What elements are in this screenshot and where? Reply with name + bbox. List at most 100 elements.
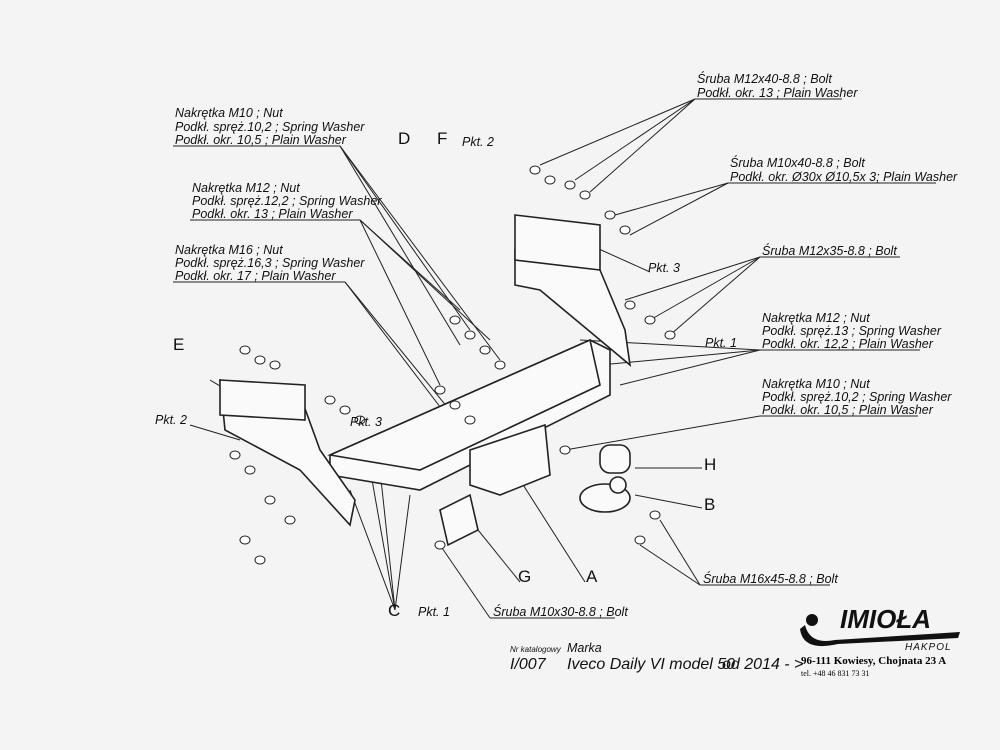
label-nut-m12-right: Nakrętka M12 ; Nut Podkł. spręż.13 ; Spr… [762,311,942,351]
washer-icon [264,495,276,505]
svg-text:Śruba M10x40-8.8 ; Bolt: Śruba M10x40-8.8 ; Bolt [730,155,865,170]
washer-icon [634,535,646,545]
bolts-and-washers [229,165,676,565]
svg-text:HAKPOL: HAKPOL [905,642,952,653]
company-phone: tel. +48 46 831 73 31 [801,669,870,678]
svg-text:Podkł. okr. 17 ; Plain Washer: Podkł. okr. 17 ; Plain Washer [175,269,336,283]
washer-icon [244,465,256,475]
washer-icon [644,315,656,325]
label-nut-m10-top: Nakrętka M10 ; Nut Podkł. spręż.10,2 ; S… [175,106,365,147]
label-nut-m10-right: Nakrętka M10 ; Nut Podkł. spręż.10,2 ; S… [762,377,952,417]
svg-text:IMIOŁA: IMIOŁA [840,604,931,634]
ball-cover-H [599,444,631,474]
svg-text:Pkt. 1: Pkt. 1 [418,605,450,619]
svg-text:Nakrętka M12 ; Nut: Nakrętka M12 ; Nut [762,311,870,325]
svg-text:Marka: Marka [567,641,602,655]
left-plate [219,379,306,421]
washer-icon [229,450,241,460]
washer-icon [544,175,556,185]
svg-text:Podkł. spręż.10,2 ; Spring Was: Podkł. spręż.10,2 ; Spring Washer [175,120,365,134]
washer-icon [449,400,461,410]
letter-H: H [704,455,716,474]
svg-text:Podkł. spręż.13 ; Spring Washe: Podkł. spręż.13 ; Spring Washer [762,324,942,338]
year-from: od 2014 - > [722,656,803,673]
letter-A: A [586,567,598,586]
washer-icon [664,330,676,340]
washer-icon [354,415,366,425]
washer-icon [559,445,571,455]
washer-icon [269,360,281,370]
vehicle-model: Iveco Daily VI model 50 [567,656,735,673]
label-bolt-m12x40: Śruba M12x40-8.8 ; Bolt Podkł. okr. 13 ;… [697,71,858,100]
svg-text:Podkł. spręż.16,3 ; Spring Was: Podkł. spręż.16,3 ; Spring Washer [175,256,365,270]
svg-text:Podkł. okr. 12,2 ; Plain Washe: Podkł. okr. 12,2 ; Plain Washer [762,337,934,351]
letter-E: E [173,335,184,354]
washer-icon [624,300,636,310]
svg-text:Nr katalogowy: Nr katalogowy [510,645,562,654]
washer-icon [604,210,616,220]
washer-icon [254,355,266,365]
washer-icon [479,345,491,355]
washer-icon [564,180,576,190]
letter-F: F [437,129,447,148]
letter-B: B [704,495,715,514]
label-bolt-m16x45: Śruba M16x45-8.8 ; Bolt [703,571,838,586]
svg-text:Podkł. okr. Ø30x Ø10,5x 3; Pl: Podkł. okr. Ø30x Ø10,5x 3; Plain Washer [730,170,958,184]
washer-icon [464,415,476,425]
washer-icon [529,165,541,175]
washer-icon [324,395,336,405]
svg-text:Podkł. spręż.10,2 ; Spring Was: Podkł. spręż.10,2 ; Spring Washer [762,390,952,404]
svg-text:Nakrętka M10 ; Nut: Nakrętka M10 ; Nut [762,377,870,391]
washer-icon [449,315,461,325]
svg-text:Pkt. 3: Pkt. 3 [648,261,680,275]
washer-icon [619,225,631,235]
label-nut-m16: Nakrętka M16 ; Nut Podkł. spręż.16,3 ; S… [175,243,365,283]
washer-icon [254,555,266,565]
letter-C: C [388,601,400,620]
label-bolt-m10x30: Śruba M10x30-8.8 ; Bolt [493,604,628,619]
washer-icon [434,385,446,395]
label-nut-m12-left: Nakrętka M12 ; Nut Podkł. spręż.12,2 ; S… [192,181,382,221]
washer-icon [579,190,591,200]
crossbar-front [327,338,601,471]
right-plate-D [514,214,601,271]
right-bracket-F [514,248,632,367]
svg-text:Pkt. 2: Pkt. 2 [155,413,187,427]
svg-text:Podkł. okr. 10,5 ; Plain Washe: Podkł. okr. 10,5 ; Plain Washer [762,403,934,417]
washer-icon [284,515,296,525]
title-block: Nr katalogowy I/007 Marka Iveco Daily VI… [510,641,803,673]
washer-icon [239,345,251,355]
svg-text:Podkł. okr. 10,5 ; Plain Washe: Podkł. okr. 10,5 ; Plain Washer [175,133,347,147]
washer-icon [649,510,661,520]
socket-plate-G [439,493,479,547]
washer-icon [239,535,251,545]
svg-text:Podkł. okr. 13 ; Plain Washer: Podkł. okr. 13 ; Plain Washer [697,86,858,100]
svg-text:Nakrętka M10 ; Nut: Nakrętka M10 ; Nut [175,106,283,120]
letter-G: G [518,567,531,586]
washer-icon [434,540,446,550]
imiola-logo: IMIOŁA HAKPOL [800,604,960,653]
catalog-number: I/007 [510,656,547,673]
tow-bar-assembly [219,214,632,547]
washer-icon [464,330,476,340]
svg-text:Nakrętka M12 ; Nut: Nakrętka M12 ; Nut [192,181,300,195]
svg-text:Pkt. 3: Pkt. 3 [350,415,382,429]
washer-icon [494,360,506,370]
svg-text:Podkł. okr. 13 ; Plain Washer: Podkł. okr. 13 ; Plain Washer [192,207,353,221]
svg-text:Pkt. 2: Pkt. 2 [462,135,494,149]
svg-text:Śruba M12x40-8.8 ; Bolt: Śruba M12x40-8.8 ; Bolt [697,71,832,86]
washer-icon [339,405,351,415]
label-bolt-m10x40: Śruba M10x40-8.8 ; Bolt Podkł. okr. Ø30x… [730,155,958,184]
svg-text:Nakrętka M16 ; Nut: Nakrętka M16 ; Nut [175,243,283,257]
leader-lines [173,98,936,619]
company-address: 96-111 Kowiesy, Chojnata 23 A [801,655,946,667]
svg-text:Podkł. spręż.12,2 ; Spring Was: Podkł. spręż.12,2 ; Spring Washer [192,194,382,208]
label-bolt-m12x35: Śruba M12x35-8.8 ; Bolt [762,243,897,258]
point-labels: Pkt. 2 Pkt. 2 Pkt. 3 Pkt. 3 Pkt. 1 Pkt. … [155,135,737,619]
svg-text:Pkt. 1: Pkt. 1 [705,336,737,350]
letter-D: D [398,129,410,148]
part-letters: D F E H B A G C [173,129,716,620]
ball-mount-socket [469,423,551,496]
